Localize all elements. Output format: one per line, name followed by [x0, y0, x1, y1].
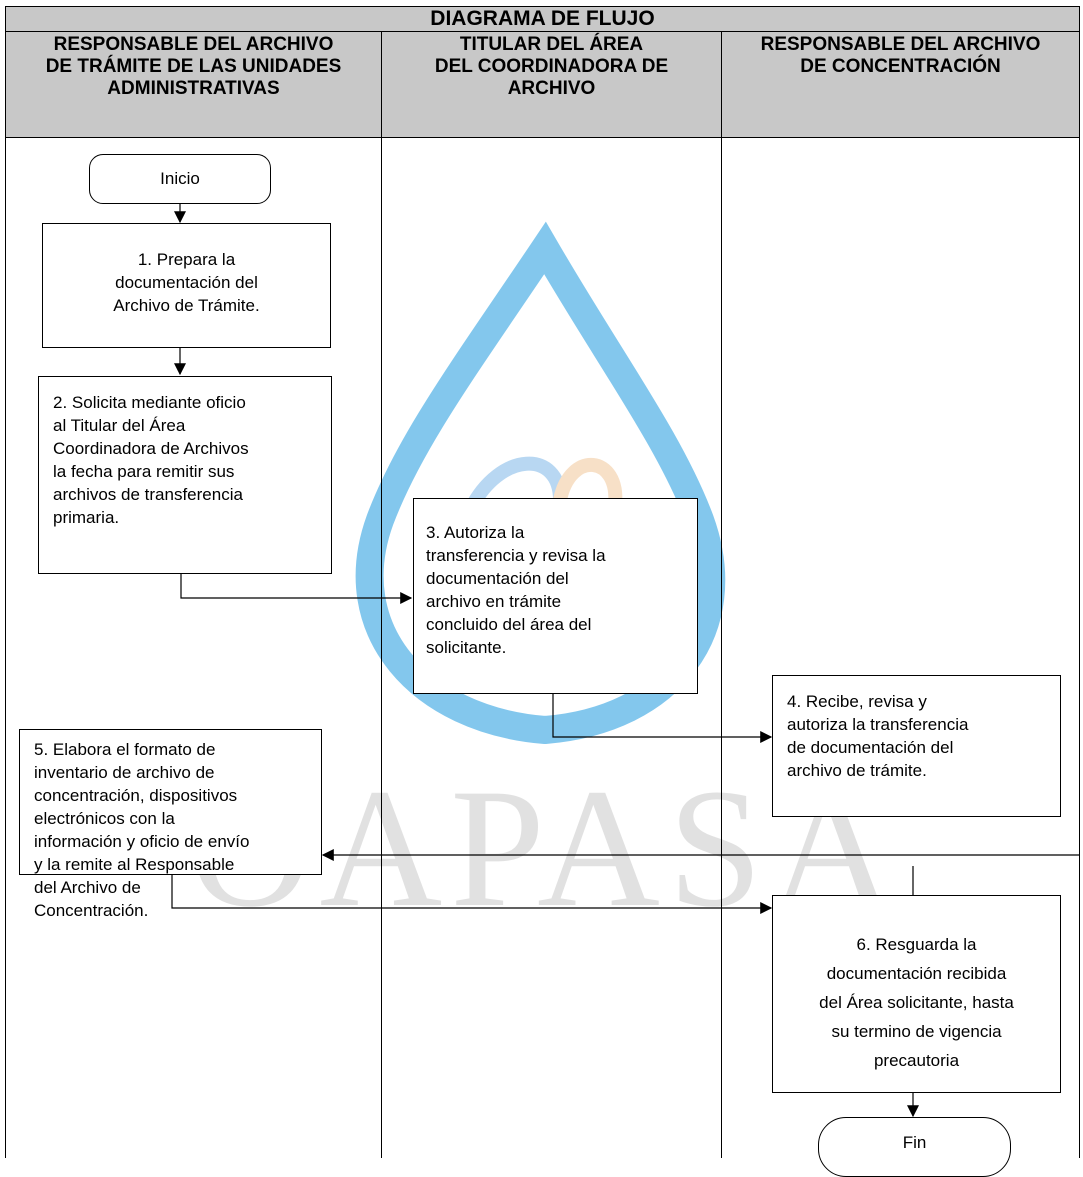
- lane-divider-right: [1079, 137, 1080, 1158]
- drop-shape: [355, 221, 726, 745]
- start-terminator: Inicio: [89, 154, 271, 204]
- arrow-5-6: [171, 873, 773, 914]
- lane-divider-2: [721, 137, 722, 1158]
- drop-swirl-right: [553, 457, 623, 506]
- lane-divider-left: [5, 137, 6, 1158]
- arrow-3-4: [552, 694, 773, 743]
- lane-divider-1: [381, 137, 382, 1158]
- end-terminator: Fin: [818, 1117, 1011, 1177]
- arrow-2-3: [180, 574, 413, 604]
